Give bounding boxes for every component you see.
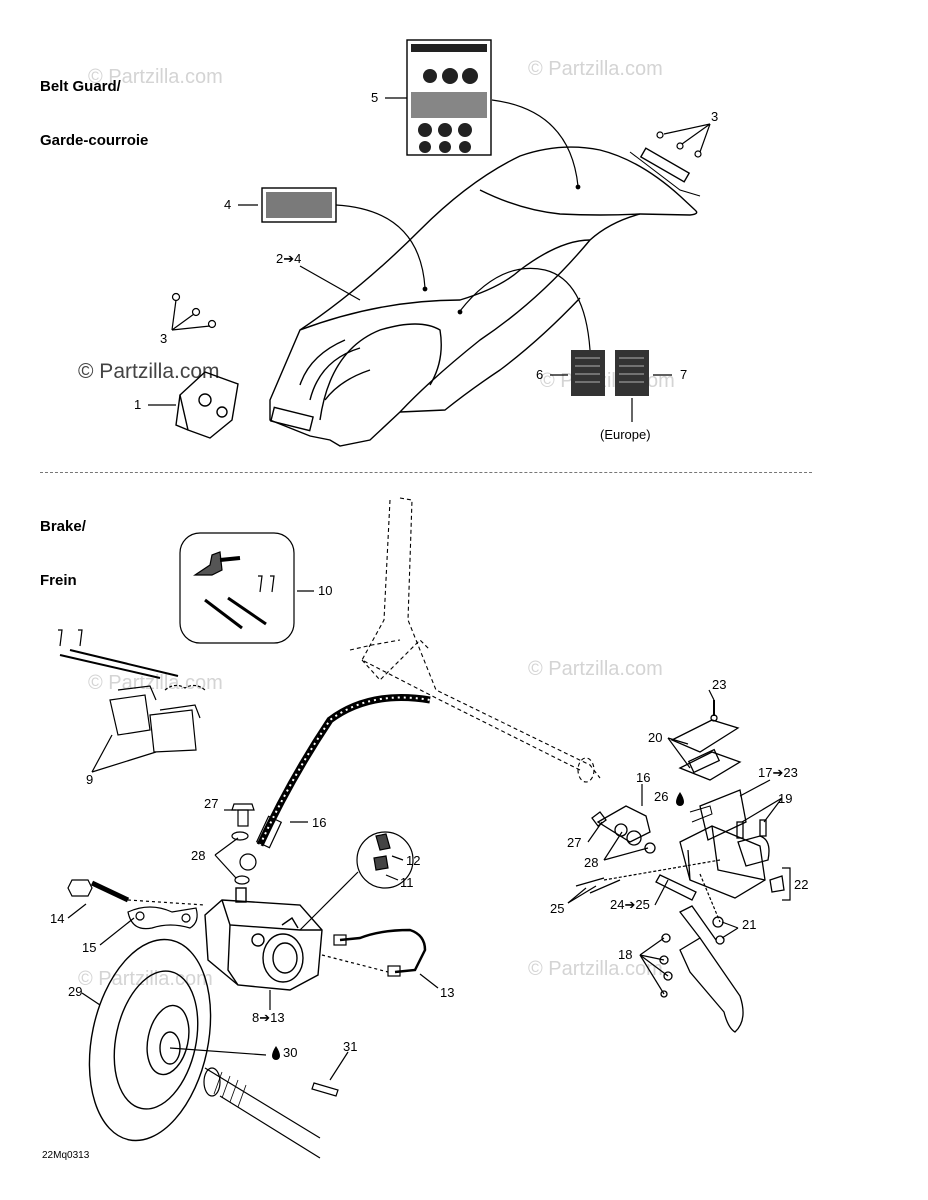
callout-7: 7 (680, 367, 688, 382)
driveshaft (203, 1067, 321, 1159)
callout-4: 4 (224, 197, 232, 212)
bleeder-detail-circle (356, 831, 414, 889)
warning-decal-4 (261, 187, 337, 223)
brake-hose (255, 694, 431, 849)
callout-13: 13 (440, 985, 455, 1000)
section-divider (40, 472, 812, 473)
watermark: © Partzilla.com (88, 672, 223, 694)
belt-guard-title-en: Belt Guard/ (40, 78, 121, 95)
watermark: © Partzilla.com (528, 58, 663, 80)
handlebar (349, 497, 601, 783)
decal-6 (571, 350, 605, 396)
callout-2-4: 2➔4 (276, 251, 302, 266)
brake-title-en: Brake/ (40, 518, 86, 535)
callout-6: 6 (536, 367, 544, 382)
belt-guard-cover (269, 146, 701, 447)
callout-10: 10 (318, 583, 333, 598)
callout-8-13: 8➔13 (252, 1010, 285, 1025)
kit-10-box (179, 532, 295, 644)
callout-27: 27 (204, 796, 219, 811)
watermark: © Partzilla.com (78, 360, 220, 383)
callout-1: 1 (134, 397, 142, 412)
callout-23: 23 (712, 677, 727, 692)
brake-title: Brake/ Frein (40, 482, 86, 608)
banjo-bolt-left (231, 803, 257, 885)
callout-15: 15 (82, 940, 97, 955)
callout-29: 29 (68, 984, 83, 999)
callout-28: 28 (191, 848, 206, 863)
europe-label: (Europe) (600, 427, 651, 442)
brake-caliper (204, 887, 323, 991)
callout-16: 16 (312, 815, 327, 830)
key-31 (311, 1082, 339, 1097)
callout-28: 28 (584, 855, 599, 870)
brake-title-fr: Frein (40, 572, 77, 589)
callout-31: 31 (343, 1039, 358, 1054)
callout-22: 22 (794, 877, 809, 892)
callout-5: 5 (371, 90, 379, 105)
belt-guard-title-fr: Garde-courroie (40, 132, 149, 149)
callout-9: 9 (86, 772, 94, 787)
decal-7 (615, 350, 649, 396)
brake-disc (88, 938, 212, 1142)
caliper-bracket-15 (127, 906, 198, 930)
callout-24-25: 24➔25 (610, 897, 650, 912)
callout-30: 30 (283, 1045, 298, 1060)
callout-21: 21 (742, 917, 757, 932)
callout-25: 25 (550, 901, 565, 916)
bracket-1 (175, 371, 239, 439)
bolt-14 (67, 879, 130, 903)
callout-27: 27 (567, 835, 582, 850)
callout-3: 3 (711, 109, 719, 124)
callout-17-23: 17➔23 (758, 765, 798, 780)
drawing-code: 22Mq0313 (42, 1150, 90, 1161)
callout-20: 20 (648, 730, 663, 745)
belt-guard-title: Belt Guard/ Garde-courroie (40, 42, 148, 168)
watermark: © Partzilla.com (528, 658, 663, 680)
callout-14: 14 (50, 911, 65, 926)
callout-16: 16 (636, 770, 651, 785)
callout-19: 19 (778, 791, 793, 806)
callout-18: 18 (618, 947, 633, 962)
watermark: © Partzilla.com (88, 66, 223, 88)
callout-3: 3 (160, 331, 168, 346)
callout-11: 11 (400, 875, 414, 890)
master-cylinder (575, 700, 785, 1033)
watermark: © Partzilla.com (528, 958, 663, 980)
brake-pads-9 (58, 629, 206, 753)
callout-12: 12 (406, 853, 421, 868)
callout-26: 26 (654, 789, 669, 804)
brake-line-13 (333, 928, 427, 977)
warning-decal-5 (406, 39, 492, 156)
